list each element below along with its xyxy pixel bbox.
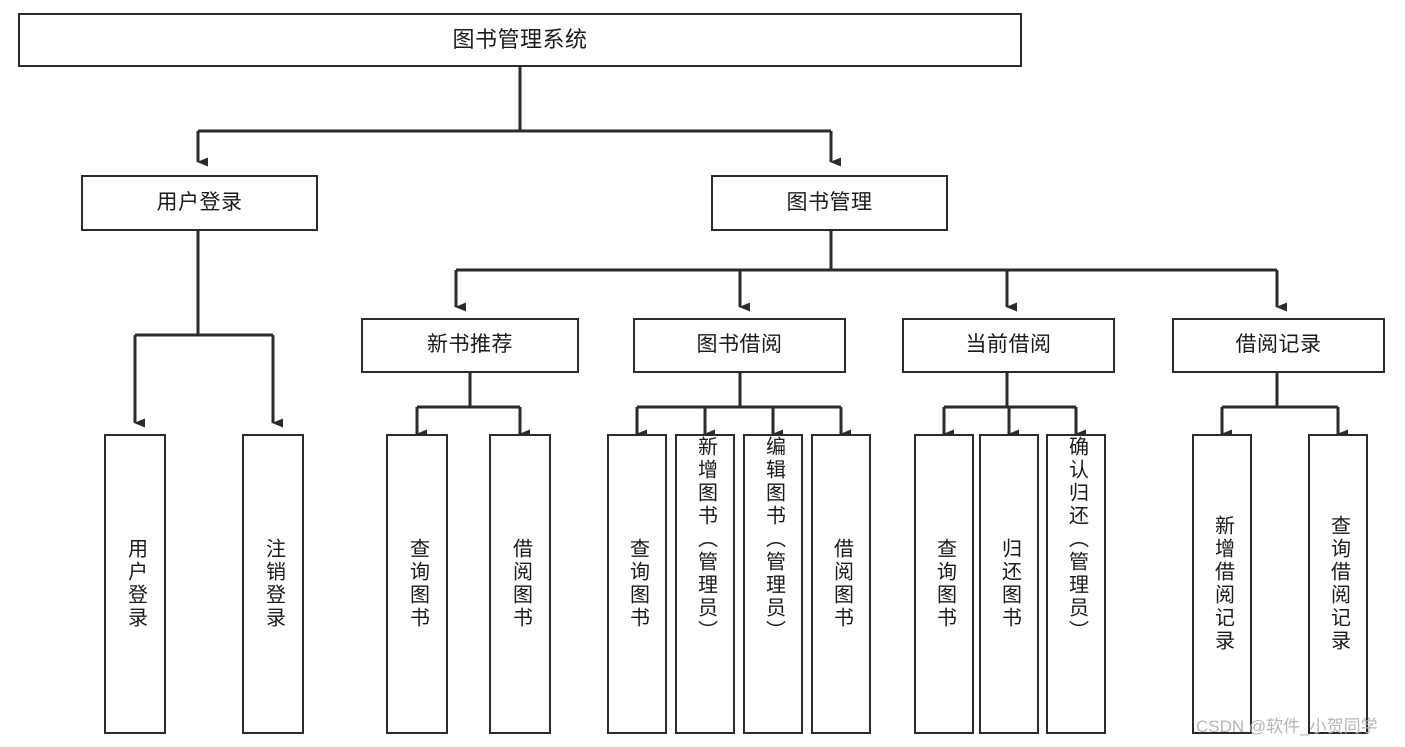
node-label: 查询图书 [626, 538, 649, 630]
node-label: 查询图书 [406, 538, 429, 630]
node-label: 用户登录 [124, 538, 147, 630]
node-label: 新书推荐 [427, 333, 513, 357]
node-label: 查询图书 [933, 538, 956, 630]
leaf-borrow-record-add-record[interactable]: 新增借阅记录 [1192, 434, 1252, 734]
leaf-book-borrow-borrow-book[interactable]: 借阅图书 [811, 434, 871, 734]
node-label: 查询借阅记录 [1327, 515, 1350, 653]
node-label: 编辑图书（管理员） [762, 436, 785, 643]
node-label: 图书管理系统 [452, 27, 588, 53]
node-label: 注销登录 [262, 538, 285, 630]
node-label: 借阅图书 [509, 538, 532, 630]
node-label: 当前借阅 [965, 333, 1052, 357]
node-book-management[interactable]: 图书管理 [711, 175, 948, 231]
node-label: 确认归还（管理员） [1065, 436, 1088, 643]
leaf-new-book-borrow-book[interactable]: 借阅图书 [489, 434, 551, 734]
node-user-login[interactable]: 用户登录 [81, 175, 318, 231]
leaf-current-borrow-query-book[interactable]: 查询图书 [914, 434, 974, 734]
node-root-book-management-system[interactable]: 图书管理系统 [18, 13, 1022, 67]
node-label: 借阅记录 [1235, 333, 1322, 357]
node-current-borrow[interactable]: 当前借阅 [902, 318, 1115, 373]
node-label: 新增图书（管理员） [694, 436, 717, 643]
node-label: 新增借阅记录 [1211, 515, 1234, 653]
node-label: 图书借阅 [696, 333, 783, 357]
leaf-current-borrow-return-book[interactable]: 归还图书 [979, 434, 1039, 734]
leaf-new-book-query-book[interactable]: 查询图书 [386, 434, 448, 734]
node-book-borrow[interactable]: 图书借阅 [633, 318, 846, 373]
node-borrow-record[interactable]: 借阅记录 [1172, 318, 1385, 373]
leaf-user-login-logout[interactable]: 注销登录 [242, 434, 304, 734]
node-new-book-recommend[interactable]: 新书推荐 [361, 318, 579, 373]
node-label: 借阅图书 [830, 538, 853, 630]
leaf-current-borrow-confirm-return-admin[interactable]: 确认归还（管理员） [1046, 434, 1106, 734]
leaf-user-login-login[interactable]: 用户登录 [104, 434, 166, 734]
node-label: 归还图书 [998, 538, 1021, 630]
leaf-borrow-record-query-record[interactable]: 查询借阅记录 [1308, 434, 1368, 734]
leaf-book-borrow-query-book[interactable]: 查询图书 [607, 434, 667, 734]
leaf-book-borrow-add-book-admin[interactable]: 新增图书（管理员） [675, 434, 735, 734]
node-label: 用户登录 [156, 190, 243, 214]
node-label: 图书管理 [786, 190, 873, 214]
csdn-watermark: CSDN @软件_小贺同学 [1196, 717, 1378, 736]
leaf-book-borrow-edit-book-admin[interactable]: 编辑图书（管理员） [743, 434, 803, 734]
